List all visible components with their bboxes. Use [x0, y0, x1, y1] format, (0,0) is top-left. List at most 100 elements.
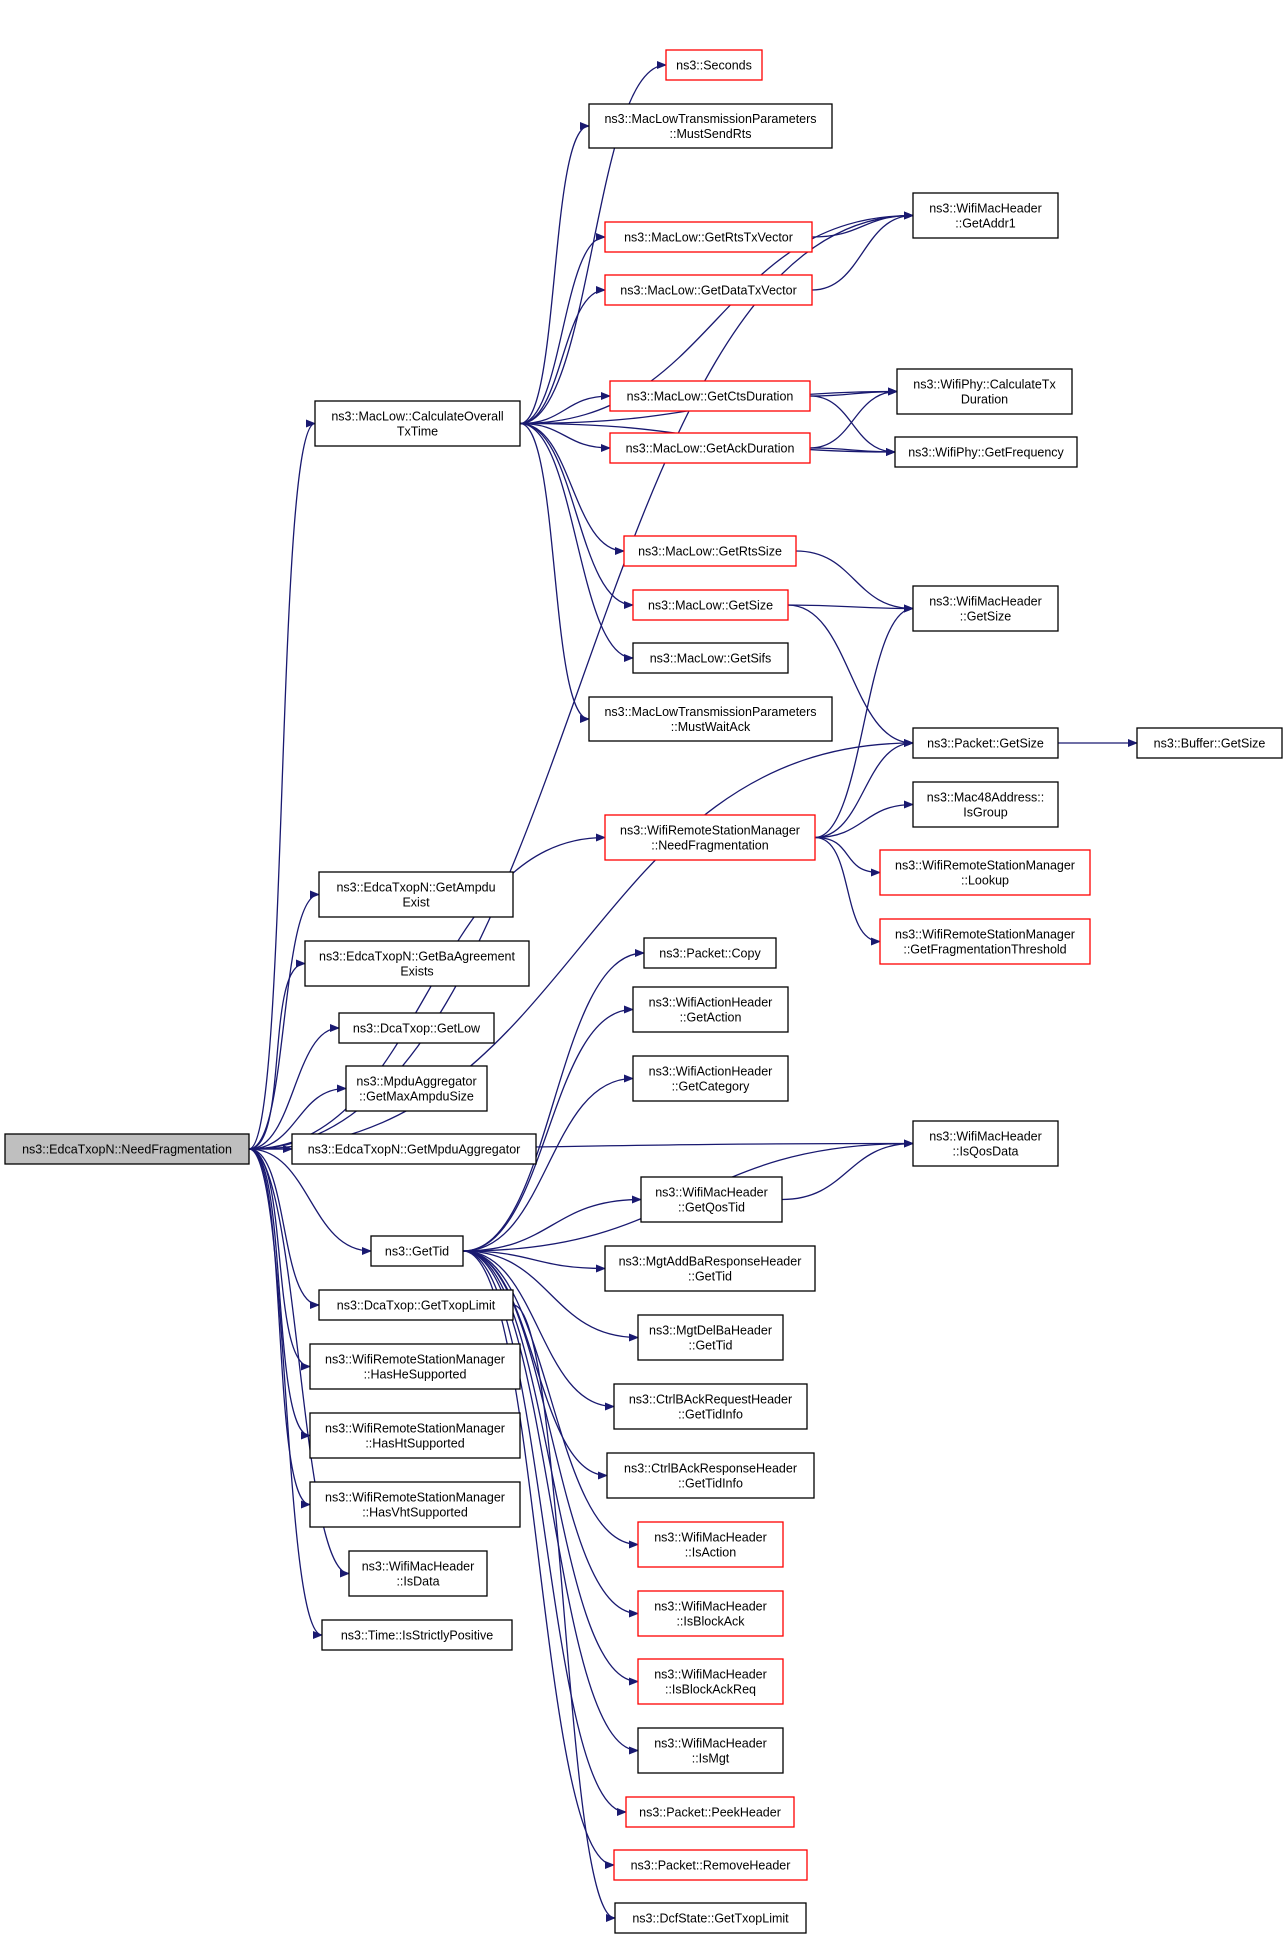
node-getCategory[interactable]: ns3::WifiActionHeader::GetCategory — [632, 1055, 789, 1102]
node-box — [309, 1412, 521, 1459]
edge-getDataTxVector-to-getAddr1 — [811, 211, 914, 291]
node-label: ::IsBlockAck — [676, 1615, 745, 1629]
edge-root-to-hasHt — [248, 1148, 311, 1440]
edge-wrsmNeedFrag-to-lookup — [814, 836, 881, 877]
node-label: ::GetFragmentationThreshold — [903, 943, 1066, 957]
node-box — [338, 1012, 495, 1044]
edge-root-to-getAddr1 — [248, 211, 914, 1150]
node-getAddr1[interactable]: ns3::WifiMacHeader::GetAddr1 — [912, 192, 1059, 239]
node-getMpduAgg[interactable]: ns3::EdcaTxopN::GetMpduAggregator — [291, 1133, 537, 1165]
node-getFrequency[interactable]: ns3::WifiPhy::GetFrequency — [894, 436, 1078, 468]
node-getLow[interactable]: ns3::DcaTxop::GetLow — [338, 1012, 495, 1044]
node-mustWaitAck[interactable]: ns3::MacLowTransmissionParameters::MustW… — [588, 696, 833, 742]
node-label: ::GetAddr1 — [955, 217, 1015, 231]
node-getTxopLimit[interactable]: ns3::DcaTxop::GetTxopLimit — [318, 1289, 514, 1321]
node-getAction[interactable]: ns3::WifiActionHeader::GetAction — [632, 986, 789, 1033]
edge-getTid-to-mgtAddBaTid — [462, 1250, 606, 1273]
node-wrsmNeedFrag[interactable]: ns3::WifiRemoteStationManager::NeedFragm… — [604, 814, 816, 861]
node-label: TxTime — [397, 425, 438, 439]
edge-root-to-getTxopLimit — [248, 1148, 320, 1309]
node-label: ns3::MpduAggregator — [356, 1075, 476, 1089]
node-getTid[interactable]: ns3::GetTid — [370, 1235, 464, 1267]
node-getMaxAmpdu[interactable]: ns3::MpduAggregator::GetMaxAmpduSize — [345, 1065, 488, 1112]
node-label: ns3::MgtAddBaResponseHeader — [619, 1255, 802, 1269]
node-getRtsSize[interactable]: ns3::MacLow::GetRtsSize — [623, 535, 797, 567]
node-mgtDelBaTid[interactable]: ns3::MgtDelBaHeader::GetTid — [637, 1314, 784, 1361]
node-isQosData[interactable]: ns3::WifiMacHeader::IsQosData — [912, 1120, 1059, 1167]
node-hasHt[interactable]: ns3::WifiRemoteStationManager::HasHtSupp… — [309, 1412, 521, 1459]
node-box — [637, 1314, 784, 1361]
node-getCtsDuration[interactable]: ns3::MacLow::GetCtsDuration — [609, 380, 811, 412]
node-box — [625, 1796, 795, 1828]
node-label: ns3::WifiActionHeader — [649, 996, 773, 1010]
node-removeHeader[interactable]: ns3::Packet::RemoveHeader — [613, 1849, 808, 1881]
node-mustSendRts[interactable]: ns3::MacLowTransmissionParameters::MustS… — [588, 103, 833, 149]
node-label: ns3::MacLowTransmissionParameters — [604, 705, 816, 719]
node-label: ns3::MacLow::CalculateOverall — [331, 410, 503, 424]
node-box — [894, 436, 1078, 468]
edge-root-to-getAmpduExist — [248, 890, 320, 1150]
node-label: ::IsMgt — [692, 1752, 730, 1766]
edge-getTid-to-getAction — [462, 1005, 634, 1252]
node-label: ns3::WifiRemoteStationManager — [895, 859, 1075, 873]
node-box — [637, 1727, 784, 1774]
node-seconds[interactable]: ns3::Seconds — [665, 49, 763, 81]
node-hasVht[interactable]: ns3::WifiRemoteStationManager::HasVhtSup… — [309, 1481, 521, 1528]
node-ctrlRespTid[interactable]: ns3::CtrlBAckResponseHeader::GetTidInfo — [606, 1452, 815, 1499]
node-label: ns3::WifiMacHeader — [655, 1186, 768, 1200]
node-box — [370, 1235, 464, 1267]
node-box — [304, 940, 530, 987]
node-isGroup[interactable]: ns3::Mac48Address::IsGroup — [912, 781, 1059, 828]
node-label: ::HasHeSupported — [364, 1368, 467, 1382]
node-whGetSize[interactable]: ns3::WifiMacHeader::GetSize — [912, 585, 1059, 632]
node-label: ns3::MacLow::GetDataTxVector — [620, 284, 796, 298]
node-box — [912, 727, 1059, 759]
node-isData[interactable]: ns3::WifiMacHeader::IsData — [348, 1550, 488, 1597]
node-getDataTxVector[interactable]: ns3::MacLow::GetDataTxVector — [604, 274, 813, 306]
node-label: ns3::Packet::Copy — [659, 947, 761, 961]
node-getRtsTxVector[interactable]: ns3::MacLow::GetRtsTxVector — [604, 221, 813, 253]
node-box — [665, 49, 763, 81]
edge-getQosTid-to-isQosData — [781, 1139, 914, 1201]
node-label: ns3::WifiMacHeader — [929, 1130, 1042, 1144]
node-getQosTid[interactable]: ns3::WifiMacHeader::GetQosTid — [640, 1176, 783, 1223]
node-label: ns3::Packet::GetSize — [927, 737, 1044, 751]
node-box — [640, 1176, 783, 1223]
node-box — [879, 849, 1091, 896]
node-box — [291, 1133, 537, 1165]
node-getFragThreshold[interactable]: ns3::WifiRemoteStationManager::GetFragme… — [879, 918, 1091, 965]
node-pktGetSize[interactable]: ns3::Packet::GetSize — [912, 727, 1059, 759]
node-mlGetSize[interactable]: ns3::MacLow::GetSize — [632, 589, 789, 621]
node-getAckDuration[interactable]: ns3::MacLow::GetAckDuration — [609, 432, 811, 464]
node-label: ns3::EdcaTxopN::GetAmpdu — [336, 881, 495, 895]
node-label: ns3::DcaTxop::GetLow — [353, 1022, 481, 1036]
node-dcfTxopLimit[interactable]: ns3::DcfState::GetTxopLimit — [614, 1902, 807, 1934]
node-getSifs[interactable]: ns3::MacLow::GetSifs — [632, 642, 789, 674]
node-label: ::HasVhtSupported — [362, 1506, 468, 1520]
node-ctrlReqTid[interactable]: ns3::CtrlBAckRequestHeader::GetTidInfo — [613, 1383, 808, 1430]
node-isBlockAck[interactable]: ns3::WifiMacHeader::IsBlockAck — [637, 1590, 784, 1637]
node-label: ns3::MgtDelBaHeader — [649, 1324, 772, 1338]
edge-root-to-isStrictlyPos — [248, 1148, 323, 1639]
node-isStrictlyPos[interactable]: ns3::Time::IsStrictlyPositive — [321, 1619, 513, 1651]
node-peekHeader[interactable]: ns3::Packet::PeekHeader — [625, 1796, 795, 1828]
node-isMgt[interactable]: ns3::WifiMacHeader::IsMgt — [637, 1727, 784, 1774]
node-isBlockAckReq[interactable]: ns3::WifiMacHeader::IsBlockAckReq — [637, 1658, 784, 1705]
node-pktCopy[interactable]: ns3::Packet::Copy — [643, 937, 777, 969]
node-mgtAddBaTid[interactable]: ns3::MgtAddBaResponseHeader::GetTid — [604, 1245, 816, 1292]
node-box — [1136, 727, 1283, 759]
node-box — [643, 937, 777, 969]
node-lookup[interactable]: ns3::WifiRemoteStationManager::Lookup — [879, 849, 1091, 896]
node-label: ::GetTidInfo — [678, 1408, 743, 1422]
node-box — [896, 368, 1073, 415]
node-label: ns3::WifiActionHeader — [649, 1065, 773, 1079]
node-bufGetSize[interactable]: ns3::Buffer::GetSize — [1136, 727, 1283, 759]
node-isAction[interactable]: ns3::WifiMacHeader::IsAction — [637, 1521, 784, 1568]
node-box — [637, 1658, 784, 1705]
node-hasHe[interactable]: ns3::WifiRemoteStationManager::HasHeSupp… — [309, 1343, 521, 1390]
node-box — [4, 1133, 250, 1165]
